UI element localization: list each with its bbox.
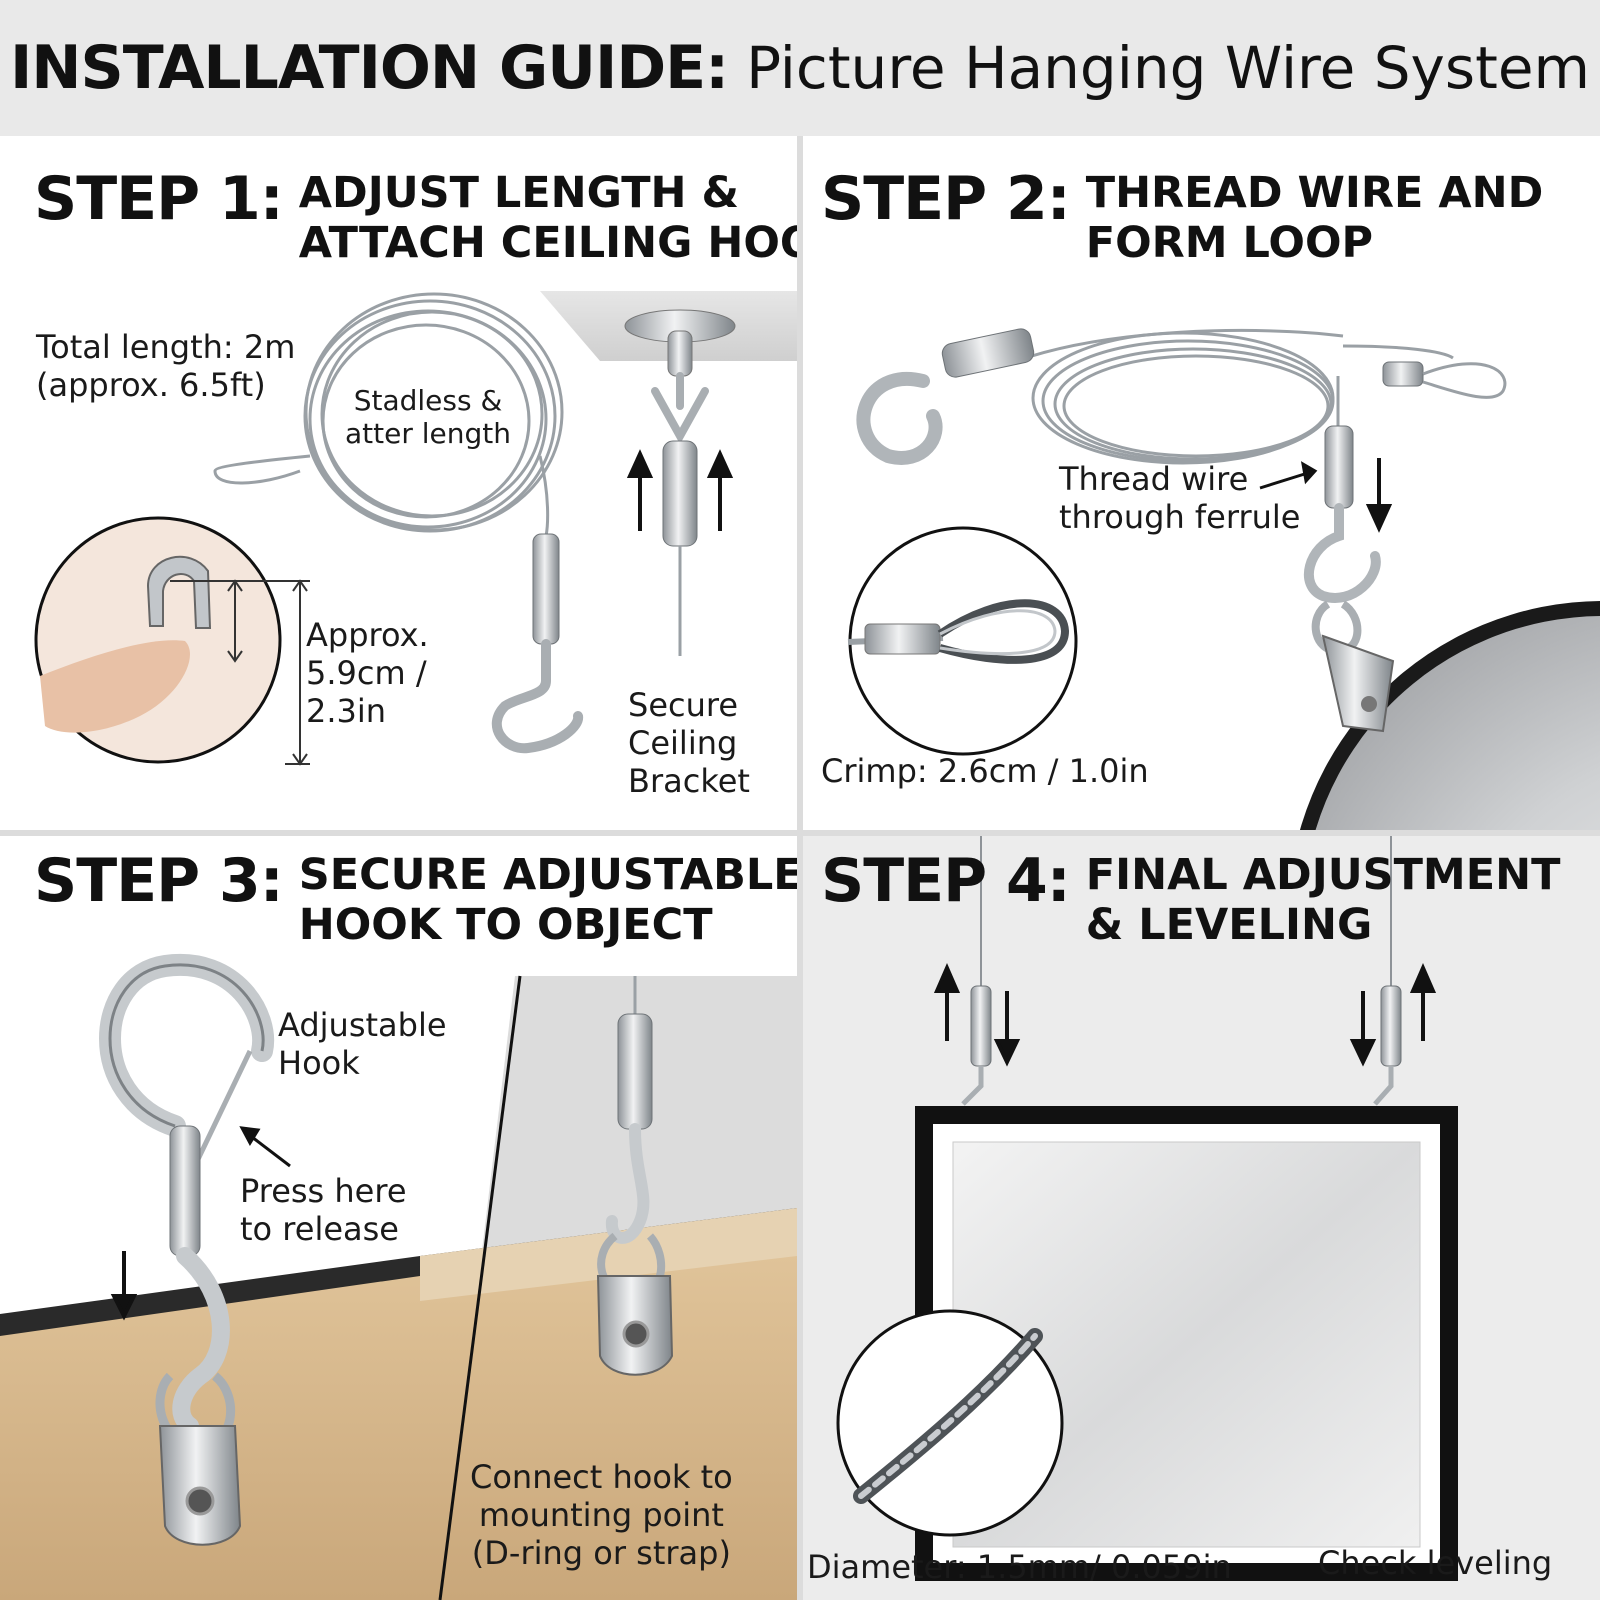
cable-hook: [491, 639, 584, 754]
step1-title: ADJUST LENGTH & ATTACH CEILING HOOK: [298, 168, 797, 268]
step1-heading: STEP 1: ADJUST LENGTH & ATTACH CEILING H…: [34, 166, 797, 268]
adjust-arrows: [933, 962, 1437, 1067]
step3-panel: STEP 3: SECURE ADJUSTABLE HOOK TO OBJECT…: [0, 836, 797, 1600]
cable-ferrule: [532, 533, 560, 645]
step3-title: SECURE ADJUSTABLE HOOK TO OBJECT: [298, 850, 797, 950]
step3-heading: STEP 3: SECURE ADJUSTABLE HOOK TO OBJECT: [34, 848, 797, 950]
step4-panel: STEP 4: FINAL ADJUSTMENT & LEVELING Diam…: [803, 836, 1600, 1600]
step4-number: STEP 4:: [821, 846, 1071, 916]
step3-number: STEP 3:: [34, 846, 284, 916]
step1-panel: STEP 1: ADJUST LENGTH & ATTACH CEILING H…: [0, 136, 797, 830]
cable-strands: [853, 1328, 1043, 1504]
step1-illustration: [34, 291, 797, 766]
coiled-cable: [213, 292, 564, 537]
step1-number: STEP 1:: [34, 164, 284, 234]
guide-header: INSTALLATION GUIDE: Picture Hanging Wire…: [0, 0, 1600, 136]
horizontal-divider: [0, 830, 1600, 836]
approx-size-label: Approx. 5.9cm / 2.3in: [306, 616, 429, 730]
header-title-rest: Picture Hanging Wire System: [746, 34, 1591, 102]
coiled-cable: [1002, 328, 1454, 465]
diameter-label: Diameter: 1.5mm/ 0.059in: [807, 1548, 1232, 1586]
left-hook: [856, 372, 943, 465]
header-title-bold: INSTALLATION GUIDE:: [9, 33, 729, 103]
step3-illustration: [0, 953, 797, 1600]
dimension-lines: [170, 579, 310, 766]
up-arrows: [626, 449, 734, 531]
vertical-divider: [797, 136, 803, 1600]
step2-title: THREAD WIRE AND FORM LOOP: [1085, 168, 1544, 268]
cable-length-note: Stadless & atter length: [345, 384, 512, 450]
connect-hook-label: Connect hook to mounting point (D-ring o…: [470, 1458, 733, 1572]
thread-note: Thread wire through ferrule: [1059, 460, 1301, 536]
adjustable-hook-label: Adjustable Hook: [278, 1006, 447, 1082]
step2-number: STEP 2:: [821, 164, 1071, 234]
step2-heading: STEP 2: THREAD WIRE AND FORM LOOP: [821, 166, 1543, 268]
step2-illustration: [847, 328, 1600, 830]
bracket-ferrule: [662, 440, 698, 547]
step4-heading: STEP 4: FINAL ADJUSTMENT & LEVELING: [821, 848, 1560, 950]
total-length-label: Total length: 2m (approx. 6.5ft): [36, 328, 296, 404]
step2-panel: STEP 2: THREAD WIRE AND FORM LOOP Thread…: [803, 136, 1600, 830]
step4-title: FINAL ADJUSTMENT & LEVELING: [1085, 850, 1561, 950]
press-release-label: Press here to release: [240, 1172, 407, 1248]
bracket-label: Secure Ceiling Bracket: [628, 686, 750, 800]
leveling-label: Check leveling: [1318, 1544, 1553, 1582]
crimp-label: Crimp: 2.6cm / 1.0in: [821, 752, 1149, 790]
step4-illustration: [836, 836, 1458, 1581]
